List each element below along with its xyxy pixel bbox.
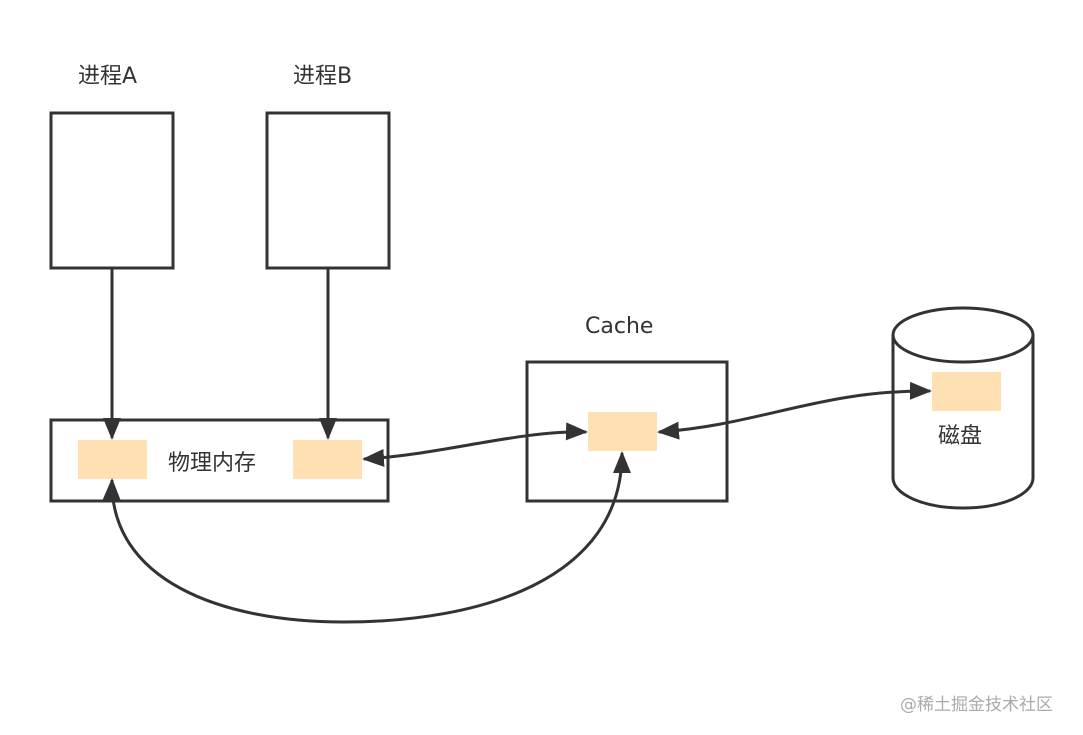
physical-memory-block-b	[293, 440, 362, 479]
arrow-memory-a-cache-curve	[102, 451, 631, 624]
physical-memory-label: 物理内存	[168, 451, 256, 476]
disk-block	[932, 372, 1001, 411]
watermark-text: @稀土掘金技术社区	[900, 695, 1053, 715]
physical-memory-block-a	[78, 440, 147, 479]
disk-label: 磁盘	[938, 424, 982, 449]
process-a-box	[49, 111, 175, 270]
process-b-label: 进程B	[293, 64, 352, 89]
arrow-cache-disk	[657, 381, 932, 440]
process-a-label: 进程A	[78, 64, 137, 89]
cache-block	[588, 412, 657, 451]
cache-label: Cache	[585, 314, 653, 339]
process-b-box	[265, 111, 391, 270]
